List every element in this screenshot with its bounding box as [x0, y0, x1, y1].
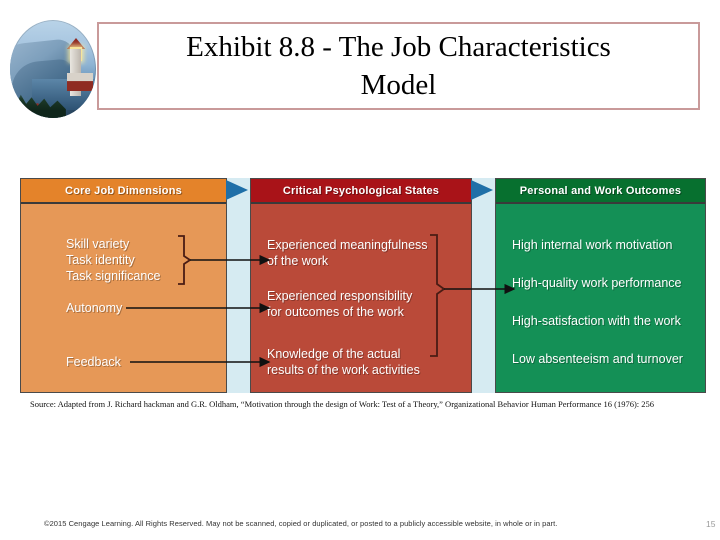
panel-core-job-dimensions-body: Skill variety Task identity Task signifi…: [21, 204, 226, 392]
job-characteristics-model-diagram: Core Job Dimensions Skill variety Task i…: [20, 178, 706, 393]
state-item-3: Knowledge of the actual results of the w…: [267, 347, 420, 377]
footer-page-number: 15: [706, 519, 716, 529]
page-title: Exhibit 8.8 - The Job Characteristics Mo…: [186, 30, 611, 101]
outcome-item-2: High-quality work performance: [512, 276, 682, 290]
core-item-2: Autonomy: [66, 301, 123, 315]
state-item-1: Experienced meaningfulness of the work: [267, 238, 428, 268]
lighthouse-roof-icon: [66, 37, 85, 49]
connector-column-1: [227, 178, 250, 393]
outcome-item-1: High internal work motivation: [512, 238, 673, 252]
panel-critical-psychological-states-header: Critical Psychological States: [251, 179, 471, 204]
lighthouse-photo: [10, 20, 96, 118]
panel-personal-and-work-outcomes: Personal and Work Outcomes High internal…: [495, 178, 706, 393]
outcome-item-3: High-satisfaction with the work: [512, 314, 681, 328]
panel-critical-psychological-states-body: Experienced meaningfulness of the work E…: [251, 204, 471, 392]
photo-keepers-house: [66, 72, 93, 91]
outcome-item-4: Low absenteeism and turnover: [512, 352, 683, 366]
flow-chevron-icon-2: [471, 180, 493, 200]
footer-copyright: ©2015 Cengage Learning. All Rights Reser…: [44, 519, 558, 528]
state-item-2: Experienced responsibility for outcomes …: [267, 289, 413, 319]
slide-title-box: Exhibit 8.8 - The Job Characteristics Mo…: [97, 22, 700, 110]
source-note: Source: Adapted from J. Richard hackman …: [30, 399, 655, 409]
connector-column-2: [472, 178, 495, 393]
panel-personal-and-work-outcomes-body: High internal work motivation High-quali…: [496, 204, 705, 392]
core-item-3: Feedback: [66, 355, 121, 369]
flow-chevron-icon-1: [226, 180, 248, 200]
panel-personal-and-work-outcomes-header: Personal and Work Outcomes: [496, 179, 705, 204]
panel-critical-psychological-states: Critical Psychological States Experience…: [250, 178, 472, 393]
panel-core-job-dimensions: Core Job Dimensions Skill variety Task i…: [20, 178, 227, 393]
core-item-1: Skill variety Task identity Task signifi…: [66, 237, 161, 283]
panel-core-job-dimensions-header: Core Job Dimensions: [21, 179, 226, 204]
